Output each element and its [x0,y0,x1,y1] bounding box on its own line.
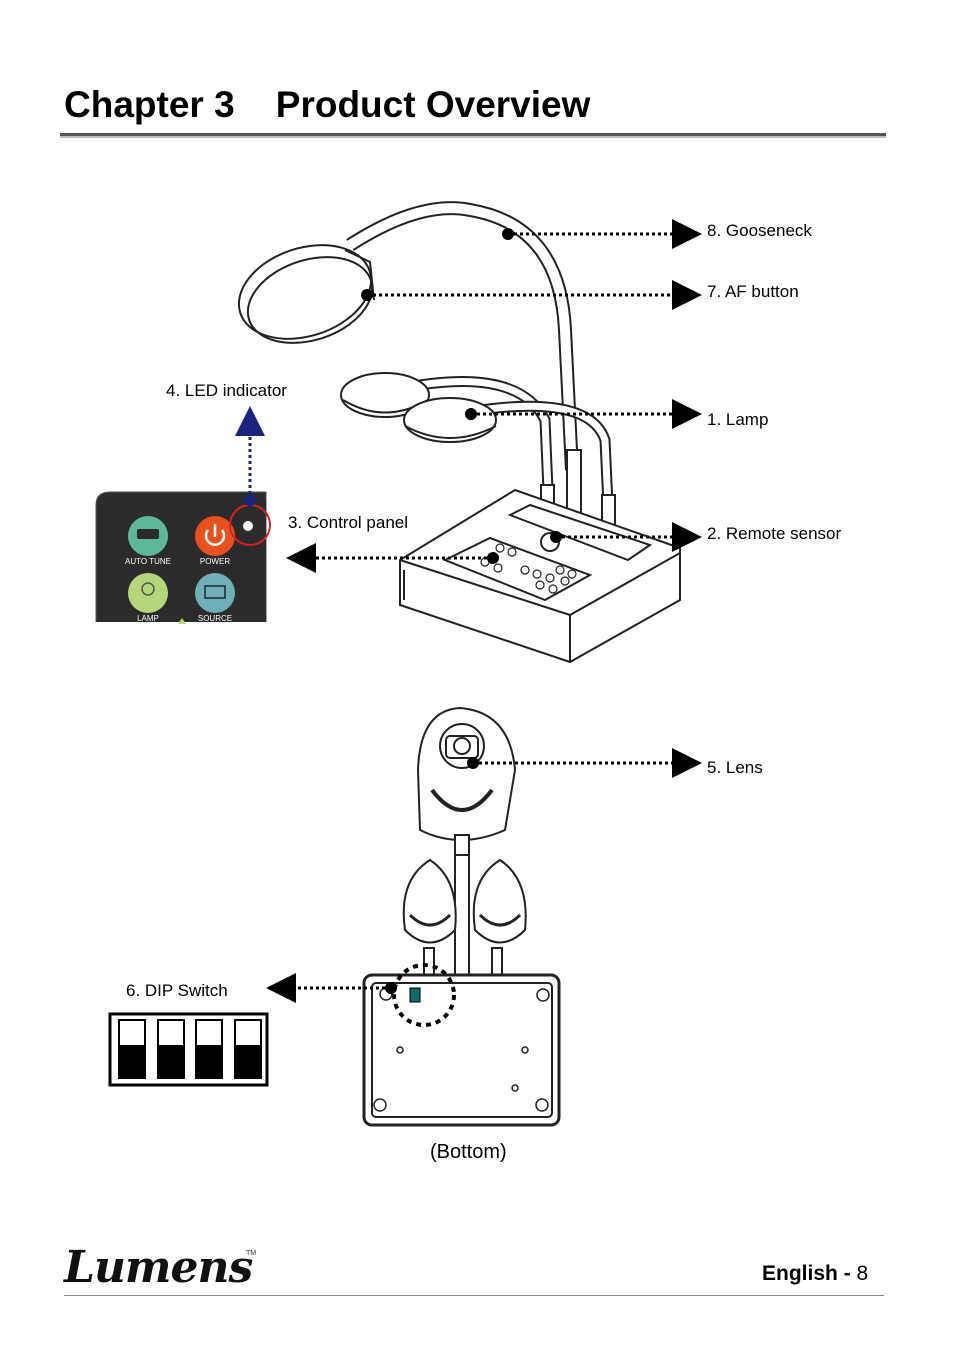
footer-language: English [762,1262,838,1285]
label-lens: 5. Lens [707,758,763,777]
label-led-indicator: 4. LED indicator [166,381,287,400]
power-label: POWER [200,557,230,566]
lumens-logo: Lumens [64,1242,253,1293]
chapter-title: Chapter 3 Product Overview [64,84,591,125]
control-panel-inset: AUTO TUNE POWER LAMP SOURCE [95,406,271,624]
footer-page-label: English - 8 [762,1262,868,1286]
bottom-caption: (Bottom) [430,1141,507,1163]
bottom-view-illustration [362,706,561,1127]
top-callouts [286,219,702,573]
label-control-panel: 3. Control panel [288,513,409,532]
label-af-button: 7. AF button [707,282,799,301]
label-lamp: 1. Lamp [707,410,769,429]
title-rule [60,133,886,136]
title-rule-shadow [60,136,886,138]
footer-rule [64,1295,884,1296]
source-button [195,573,235,613]
source-label: SOURCE [198,614,232,623]
page-number: 8 [856,1262,869,1285]
dip-switch-highlight [392,963,456,1027]
lamp-label: LAMP [137,614,159,623]
footer-separator: - [843,1262,851,1285]
camera-illustration [237,201,681,664]
dip-switch-inset [108,1012,269,1087]
trademark-mark: TM [246,1250,257,1257]
label-gooseneck: 8. Gooseneck [707,221,812,240]
label-remote-sensor: 2. Remote sensor [707,524,842,543]
top-callout-dots [361,228,562,564]
label-dip-switch: 6. DIP Switch [126,981,228,1000]
lamp-button [128,573,168,613]
auto-tune-label: AUTO TUNE [125,557,171,566]
